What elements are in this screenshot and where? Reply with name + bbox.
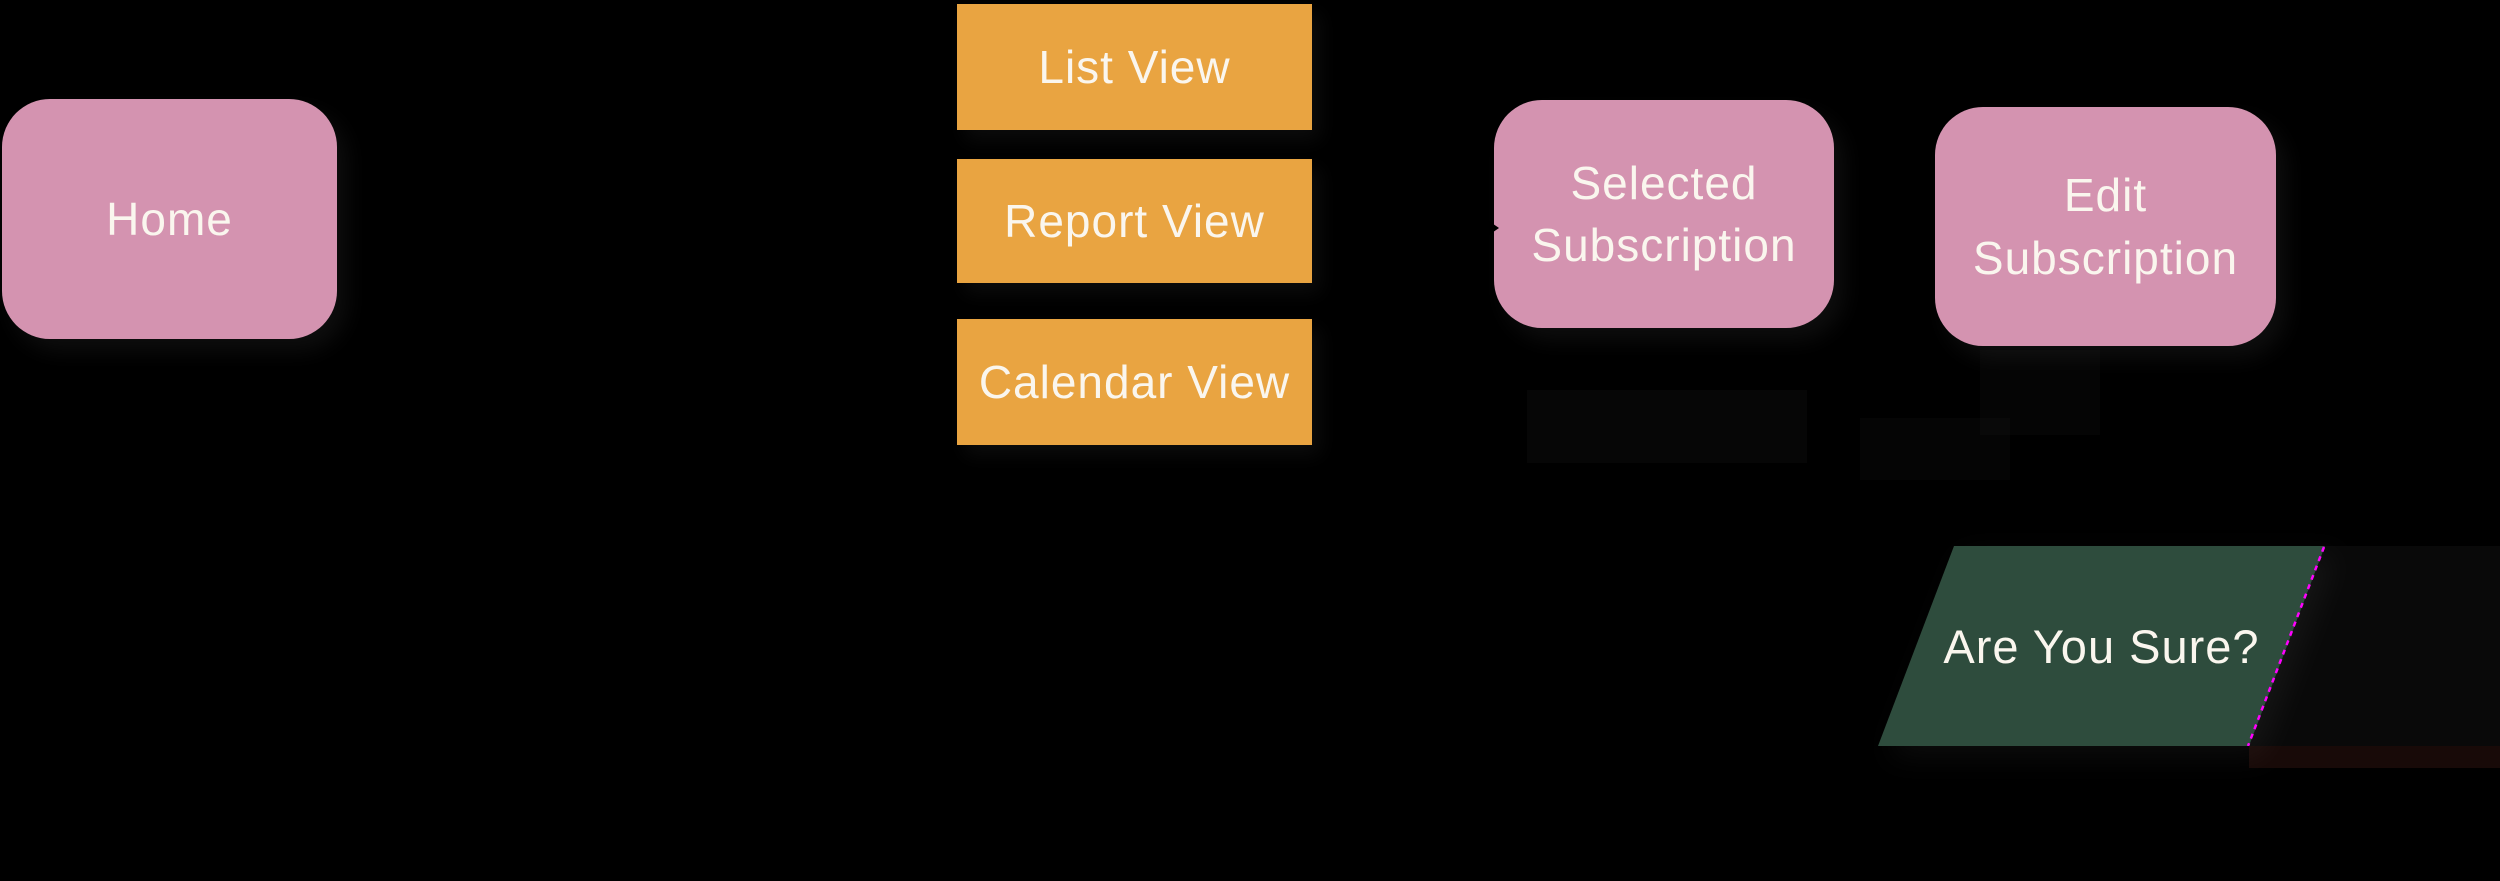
arrowhead-icon bbox=[1486, 219, 1499, 237]
node-edit-subscription: Edit Subscription bbox=[1935, 107, 2276, 346]
node-selected-subscription: Selected Subscription bbox=[1494, 100, 1834, 328]
shadow-panel bbox=[1527, 390, 1807, 463]
are-you-sure-label: Are You Sure? bbox=[1943, 619, 2260, 673]
shadow-strip bbox=[2249, 746, 2500, 768]
parallelogram-shape bbox=[1878, 546, 2325, 746]
shadow-panel bbox=[1980, 350, 2100, 435]
node-home: Home bbox=[2, 99, 337, 339]
node-are-you-sure: Are You Sure? bbox=[1878, 546, 2325, 746]
node-calendar-view: Calendar View bbox=[957, 319, 1312, 445]
node-report-view: Report View bbox=[957, 159, 1312, 283]
are-you-sure-parallelogram bbox=[1878, 546, 2325, 746]
node-list-view: List View bbox=[957, 4, 1312, 130]
shadow-panel bbox=[1860, 418, 2010, 480]
